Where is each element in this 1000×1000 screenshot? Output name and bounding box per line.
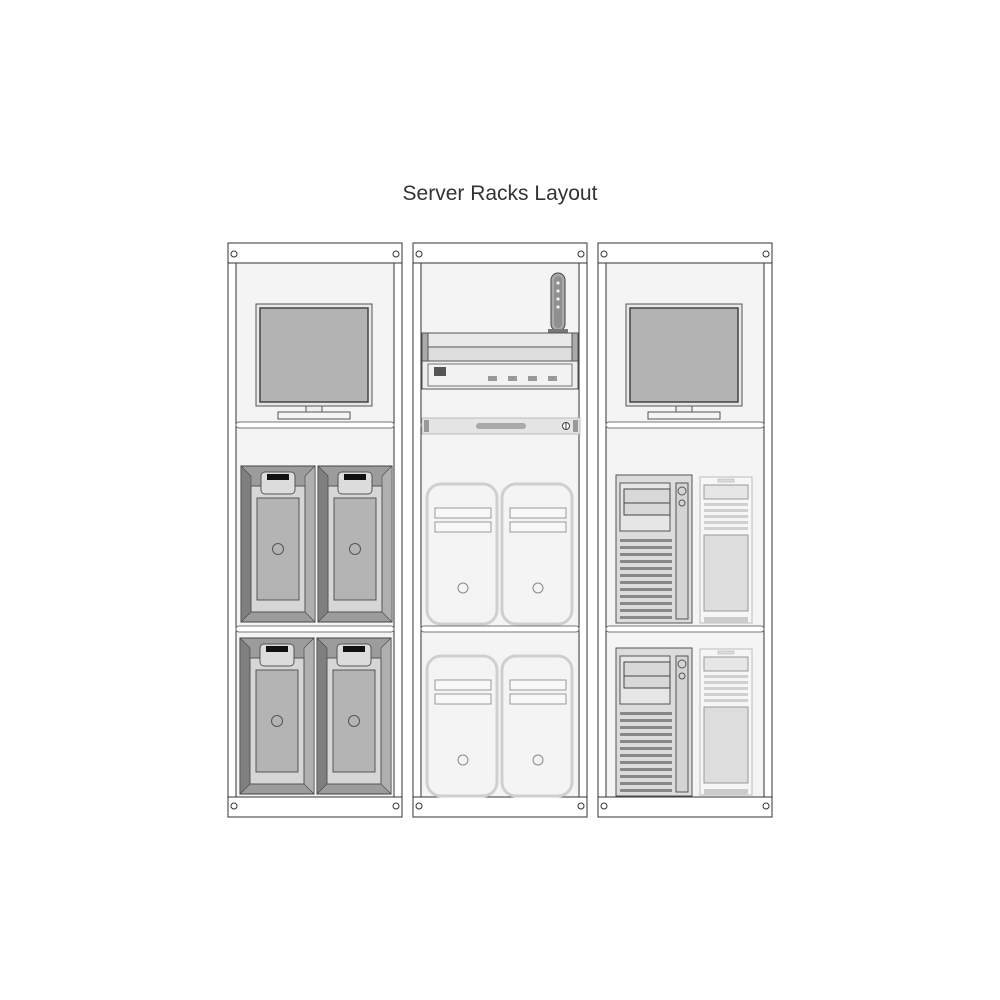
mini-tower-icon bbox=[699, 476, 753, 624]
monitor-icon bbox=[625, 303, 743, 420]
blade-server-icon bbox=[316, 637, 392, 795]
switch-icon bbox=[421, 332, 579, 390]
router-icon bbox=[548, 272, 568, 333]
tower-server-icon bbox=[500, 654, 574, 798]
desktop-tower-icon bbox=[615, 474, 693, 624]
rack-1 bbox=[227, 242, 403, 818]
blade-server-icon bbox=[317, 465, 393, 623]
tower-server-icon bbox=[500, 482, 574, 626]
tower-server-icon bbox=[425, 654, 499, 798]
rack-2 bbox=[412, 242, 588, 818]
rack-3 bbox=[597, 242, 773, 818]
tower-server-icon bbox=[425, 482, 499, 626]
patch-panel-icon bbox=[421, 417, 581, 435]
monitor-icon bbox=[255, 303, 373, 420]
diagram-title: Server Racks Layout bbox=[402, 182, 598, 205]
mini-tower-icon bbox=[699, 648, 753, 796]
desktop-tower-icon bbox=[615, 647, 693, 797]
blade-server-icon bbox=[239, 637, 315, 795]
blade-server-icon bbox=[240, 465, 316, 623]
